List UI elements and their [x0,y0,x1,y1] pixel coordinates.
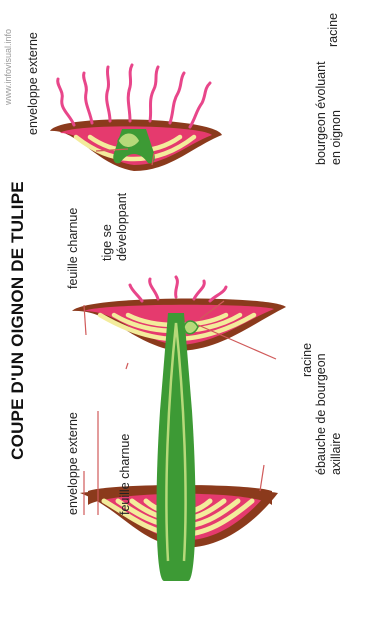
label-racine-1: racine [300,343,314,377]
label-bourgeon-line1: bourgeon évoluant [314,61,328,165]
label-feuille-charnue-1: feuille charnue [118,434,132,515]
bulb-2-developing-stem [157,313,196,581]
label-enveloppe-externe-2: enveloppe externe [26,32,40,135]
bulb-3-roots [58,65,210,127]
label-feuille-charnue-2: feuille charnue [66,208,80,289]
label-ebauche-line2: axillaire [329,433,343,475]
label-tige-line2: développant [115,193,129,261]
label-enveloppe-externe-1: enveloppe externe [66,412,80,515]
label-racine-2: racine [326,13,340,47]
watermark: www.infovisual.info [3,29,13,105]
label-ebauche-line1: ébauche de bourgeon [314,353,328,475]
label-tige-line1: tige se [100,224,114,261]
bulb-2-roots [130,277,226,301]
bulb-2 [72,277,286,581]
label-bourgeon-line2: en oignon [329,110,343,165]
